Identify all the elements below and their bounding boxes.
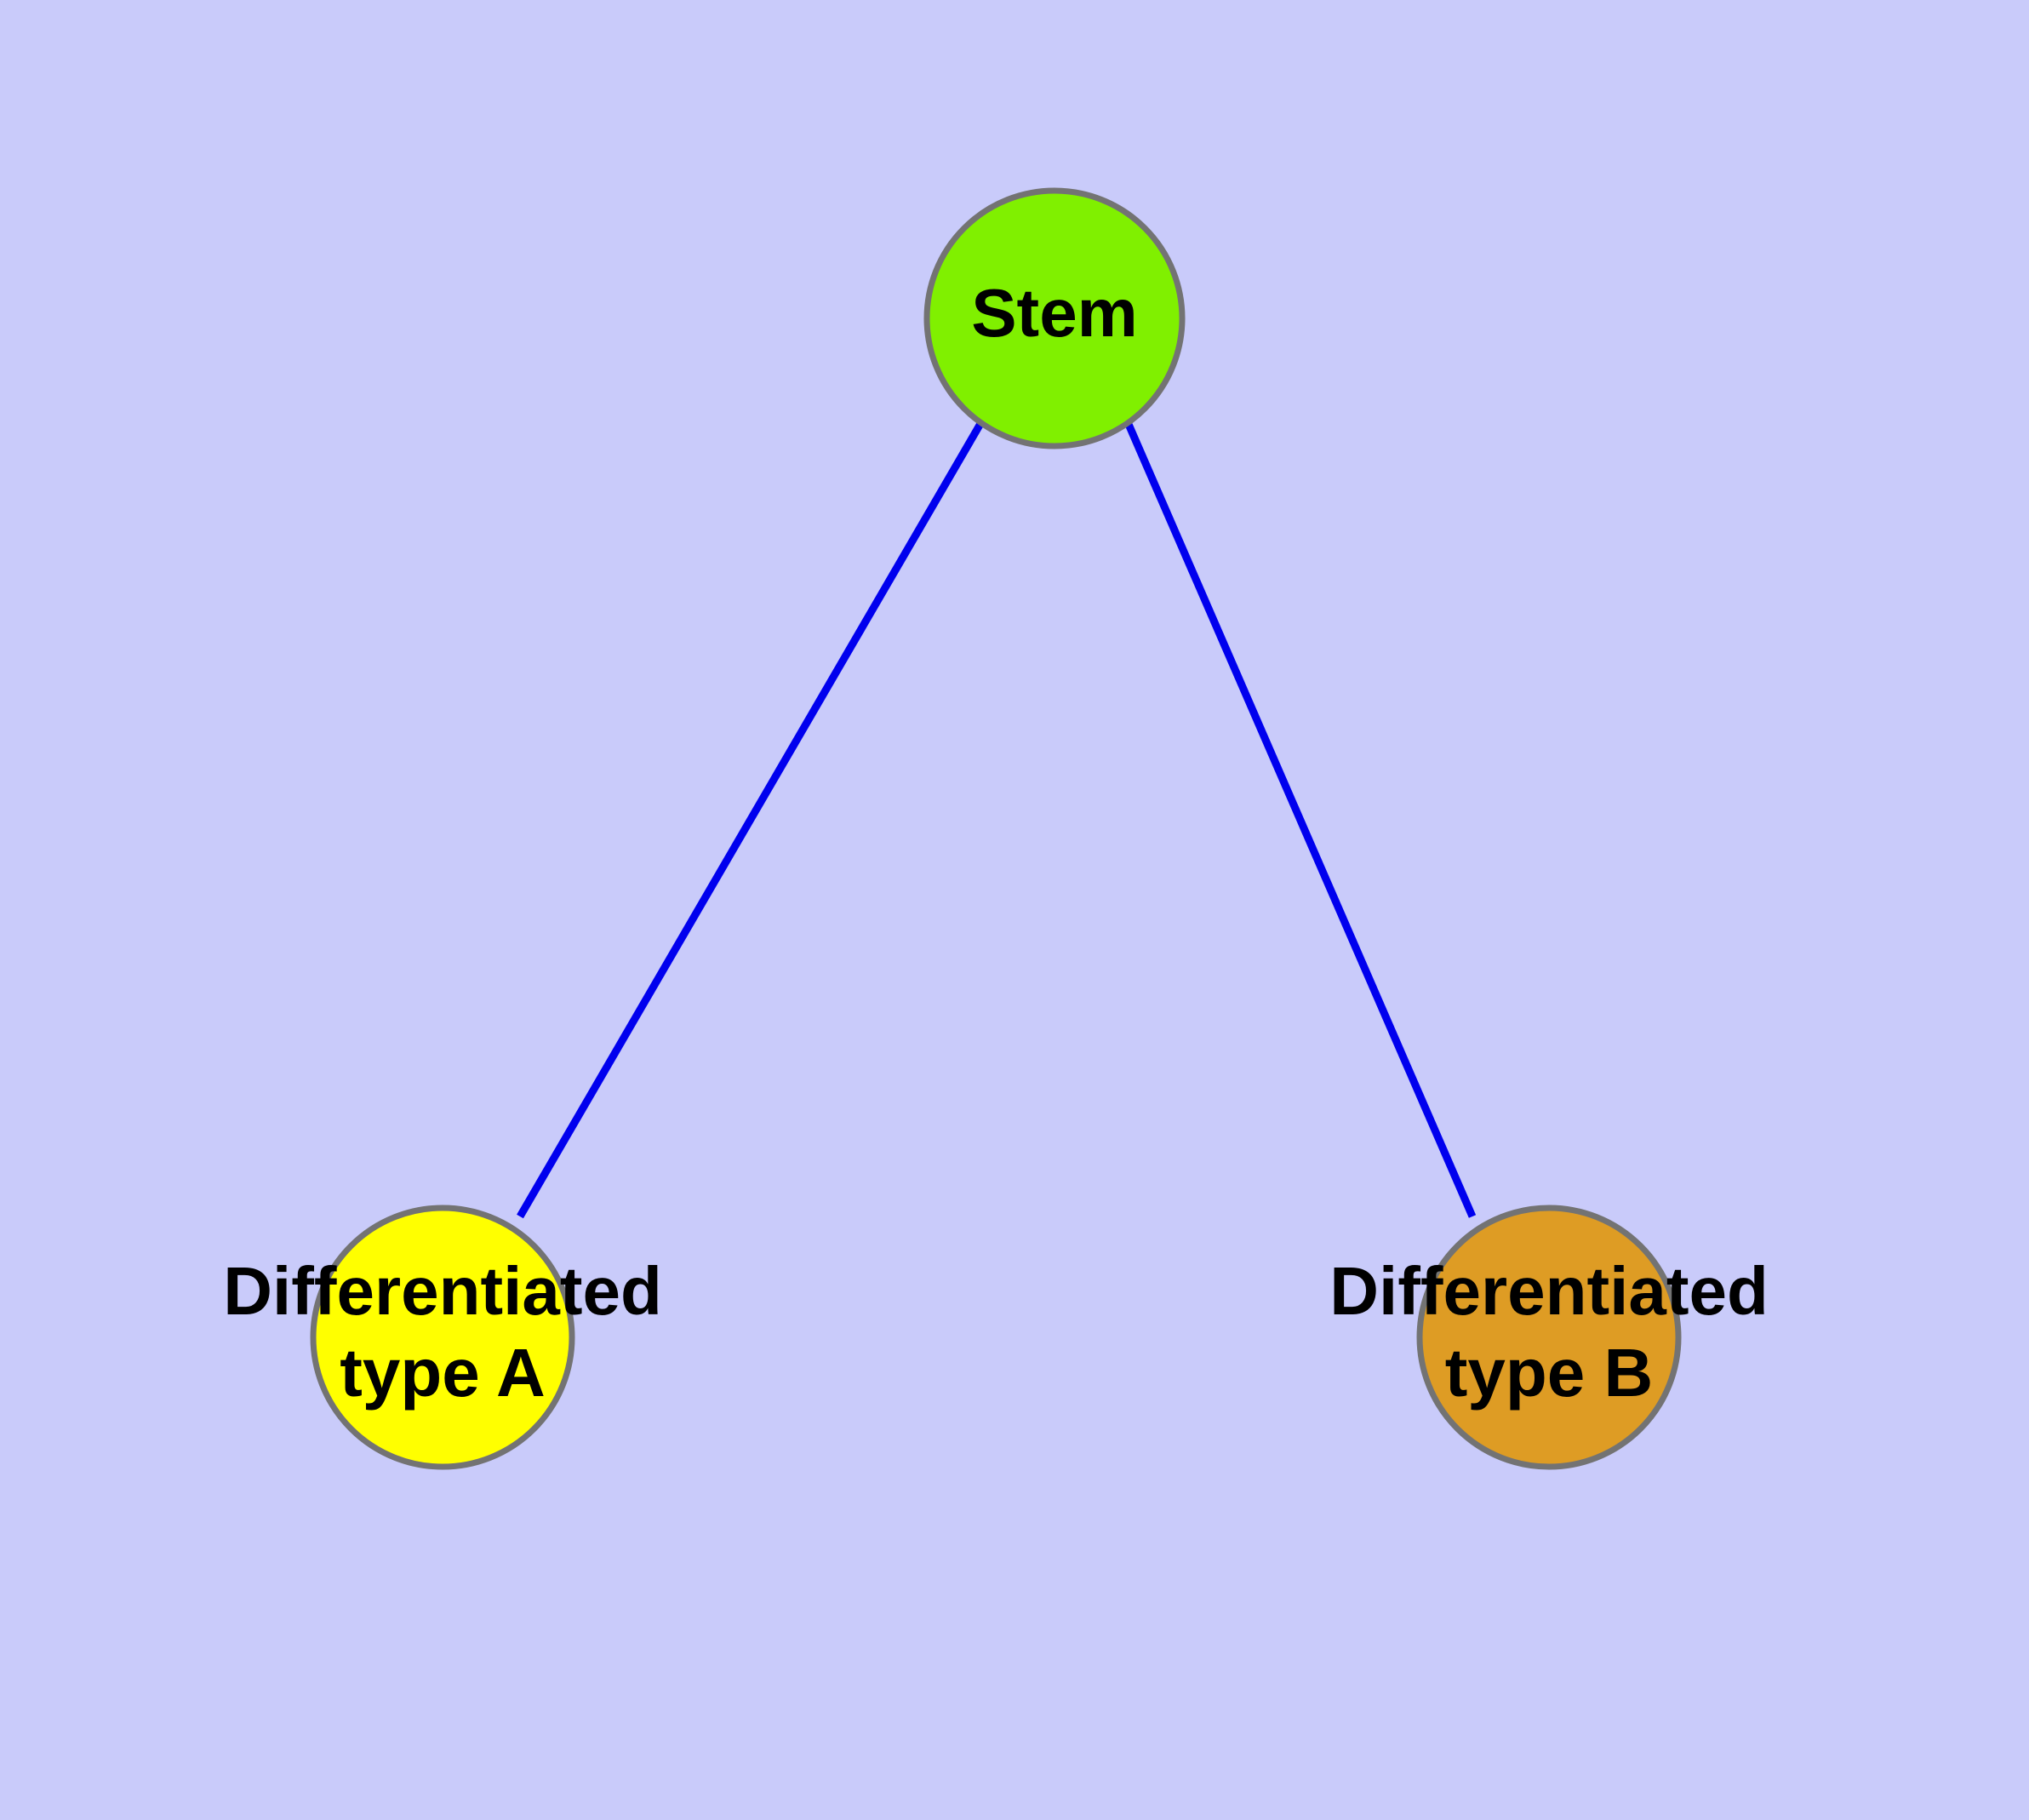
node-label-line: type A <box>340 1335 546 1411</box>
node-circle-stem[interactable] <box>923 187 1186 449</box>
node-circle-diff-b[interactable] <box>1416 1205 1682 1470</box>
node-circle-diff-a[interactable] <box>310 1205 575 1470</box>
node-label-stem: Stem <box>971 275 1138 351</box>
node-label-line: type B <box>1445 1335 1654 1411</box>
node-label-line: Stem <box>971 275 1138 351</box>
edge-stem-to-diff-b[interactable] <box>1123 421 1477 1218</box>
edge-stem-to-diff-a[interactable] <box>517 420 985 1219</box>
edges-layer <box>517 420 1477 1219</box>
node-stem[interactable]: Stem <box>923 187 1186 449</box>
node-label-line: Differentiated <box>223 1253 662 1329</box>
node-label-line: Differentiated <box>1329 1253 1769 1329</box>
